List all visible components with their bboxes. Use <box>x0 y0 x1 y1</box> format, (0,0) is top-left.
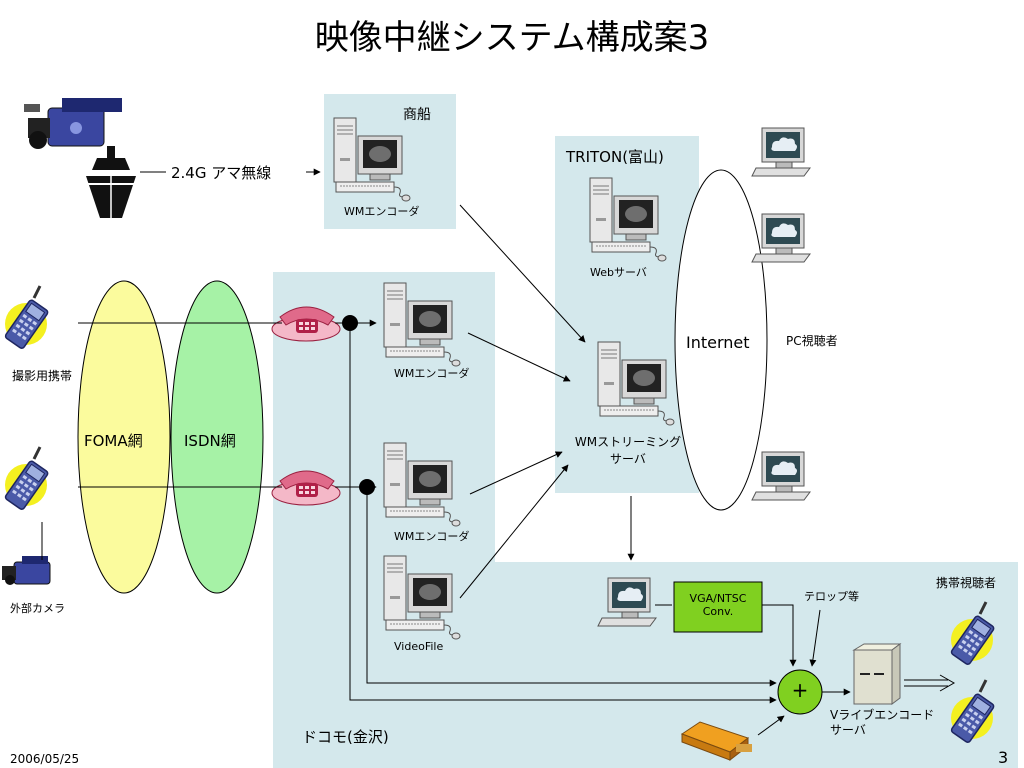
isdn-label: ISDN網 <box>184 432 236 450</box>
connection-lines <box>41 168 956 736</box>
foma-network-ellipse <box>77 280 171 594</box>
ama-radio-label: 2.4G アマ無線 <box>171 164 272 182</box>
viewer-pc-icon-3 <box>751 451 811 501</box>
vga-ntsc-converter-box <box>673 581 763 633</box>
camera-phone-label: 撮影用携帯 <box>12 369 73 383</box>
wm-encoder-label-2: WMエンコーダ <box>394 530 470 543</box>
video-camera-icon <box>24 98 122 149</box>
viewer-pc-icon <box>751 127 811 177</box>
docomo-box <box>273 272 1018 768</box>
footer-date: 2006/05/25 <box>10 752 80 766</box>
camera-phone-icon <box>2 284 51 351</box>
page-title: 映像中継システム構成案3 <box>314 18 710 58</box>
vlive-server-label-line1: Vライブエンコード <box>830 708 935 722</box>
foma-label: FOMA網 <box>84 432 143 450</box>
isdn-network-ellipse <box>170 280 264 594</box>
converter-label-line2: Conv. <box>702 605 734 618</box>
mixer-symbol: + <box>791 678 809 702</box>
vlive-server-icon <box>852 643 902 705</box>
internet-ellipse <box>674 169 768 511</box>
wm-encoder-ship-label: WMエンコーダ <box>344 205 420 218</box>
camera-phone-icon-2 <box>2 445 51 512</box>
viewer-pc-icon-2 <box>751 213 811 263</box>
streaming-server-label: WMストリーミング サーバ <box>568 433 688 467</box>
external-camera-label: 外部カメラ <box>10 602 65 615</box>
pc-viewer-label: PC視聴者 <box>786 334 838 348</box>
telop-label: テロップ等 <box>804 590 859 603</box>
streaming-server-label-line2: サーバ <box>610 452 646 466</box>
mobile-viewer-label: 携帯視聴者 <box>936 576 997 590</box>
vlive-server-label-line2: サーバ <box>830 723 866 737</box>
vlive-server-label: Vライブエンコード サーバ <box>830 708 934 738</box>
network-device-icon <box>680 721 752 762</box>
ship-icon <box>86 146 136 218</box>
internet-label: Internet <box>686 333 750 352</box>
web-server-label: Webサーバ <box>590 266 647 279</box>
docomo-label: ドコモ(金沢) <box>302 728 389 746</box>
external-camera-icon <box>2 556 51 585</box>
wm-encoder-label: WMエンコーダ <box>394 367 470 380</box>
triton-label: TRITON(富山) <box>566 148 664 166</box>
page-number: 3 <box>998 748 1009 767</box>
ship-label: 商船 <box>403 107 431 123</box>
videofile-label: VideoFile <box>394 640 444 653</box>
streaming-server-label-line1: WMストリーミング <box>574 435 682 449</box>
converter-label-line1: VGA/NTSC <box>689 592 747 605</box>
converter-label: VGA/NTSC Conv. <box>674 592 762 618</box>
